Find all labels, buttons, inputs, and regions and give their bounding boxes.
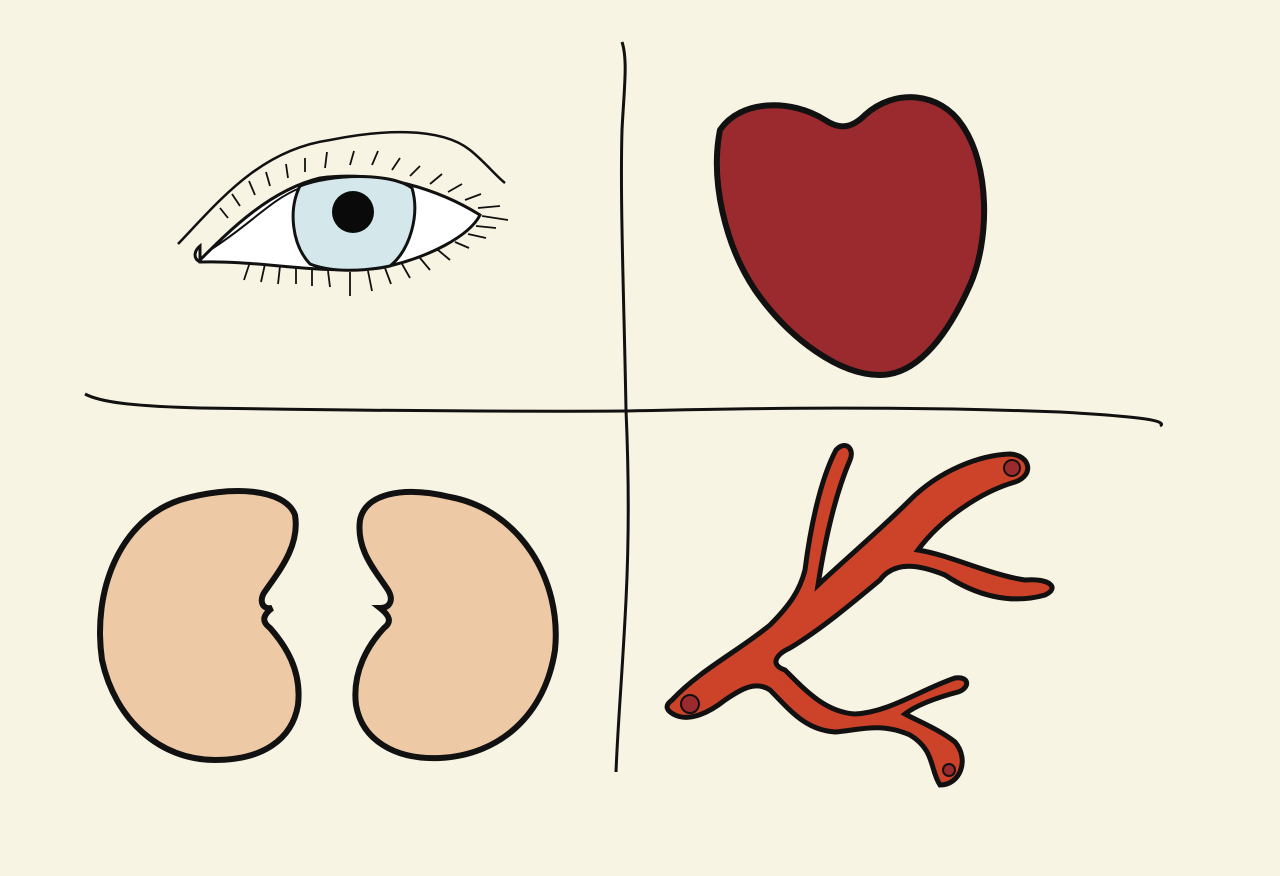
vessel-lumen bbox=[680, 694, 700, 714]
blood-vessel-icon bbox=[664, 443, 1055, 788]
left-kidney bbox=[97, 488, 302, 764]
heart-icon bbox=[713, 94, 988, 379]
eyelashes bbox=[219, 150, 509, 296]
horizontal-divider bbox=[84, 392, 1163, 428]
kidneys-icon bbox=[97, 488, 559, 764]
right-kidney bbox=[352, 488, 559, 762]
vessel-lumen bbox=[1003, 459, 1021, 477]
eye-icon bbox=[177, 130, 509, 296]
vessel-lumen bbox=[942, 763, 956, 777]
